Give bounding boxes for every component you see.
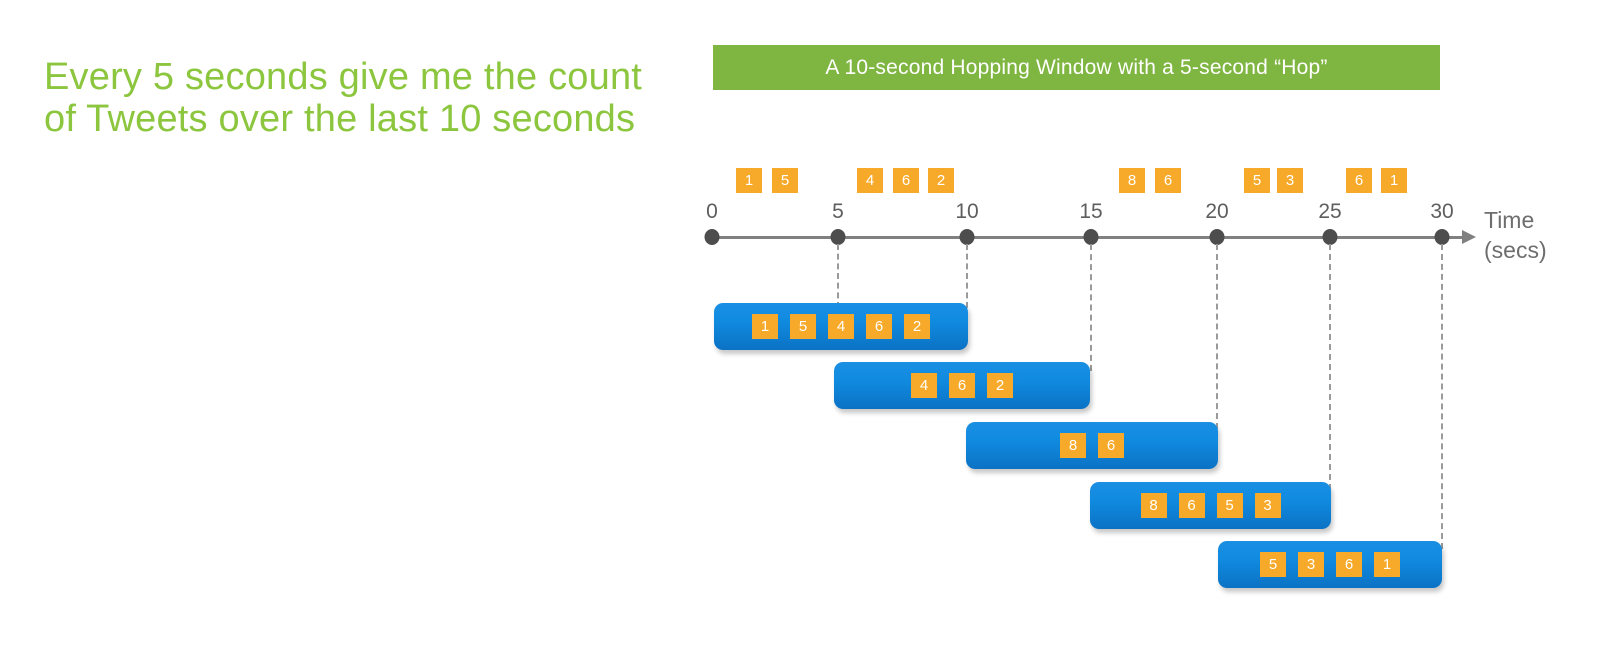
window-event-tile: 2 (987, 373, 1013, 398)
axis-tick-dot (704, 229, 720, 245)
axis-tick-label: 15 (1079, 200, 1103, 223)
window-event-tile: 6 (1098, 433, 1124, 458)
time-axis-caption: Time (secs) (1484, 205, 1547, 265)
window-event-tile: 3 (1254, 493, 1281, 518)
timeline-event-tile: 8 (1119, 168, 1145, 193)
time-axis-caption-line1: Time (1484, 207, 1535, 233)
axis-tick-label: 30 (1430, 200, 1454, 223)
timeline-event-tile: 4 (857, 168, 883, 193)
tick-drop-line (1090, 244, 1092, 371)
timeline-event-tile: 6 (893, 168, 919, 193)
window-event-tile: 6 (866, 314, 892, 339)
axis-tick-label: 25 (1318, 200, 1342, 223)
window-event-tile: 6 (1178, 493, 1205, 518)
window-event-tile: 1 (752, 314, 778, 339)
time-axis-caption-line2: (secs) (1484, 237, 1547, 263)
window-event-tile: 2 (904, 314, 930, 339)
window-event-tile: 1 (1374, 552, 1400, 577)
tick-drop-line (1329, 244, 1331, 490)
axis-tick-dot (1434, 229, 1450, 245)
tick-drop-line (1216, 244, 1218, 429)
banner-title: A 10-second Hopping Window with a 5-seco… (825, 55, 1328, 79)
window-event-tile: 5 (1216, 493, 1243, 518)
timeline-event-tile: 5 (772, 168, 798, 193)
window-event-tile: 4 (911, 373, 937, 398)
timeline-event-tile: 6 (1346, 168, 1372, 193)
timeline-event-tile: 1 (736, 168, 762, 193)
tick-drop-line (1441, 244, 1443, 549)
time-axis-arrow-icon (1462, 230, 1476, 244)
timeline-event-tile: 3 (1277, 168, 1303, 193)
window-event-tile: 8 (1060, 433, 1086, 458)
window-event-tile: 6 (1336, 552, 1362, 577)
timeline-event-tile: 5 (1244, 168, 1270, 193)
axis-tick-dot (1209, 229, 1225, 245)
window-event-tile: 5 (790, 314, 816, 339)
timeline-event-tile: 6 (1155, 168, 1181, 193)
timeline-event-tile: 2 (928, 168, 954, 193)
banner: A 10-second Hopping Window with a 5-seco… (713, 45, 1440, 90)
tick-drop-line (966, 244, 968, 308)
window-event-tile: 6 (949, 373, 975, 398)
page-headline: Every 5 seconds give me the count of Twe… (44, 56, 643, 140)
tick-drop-line (837, 244, 839, 308)
window-event-tile: 3 (1298, 552, 1324, 577)
axis-tick-dot (830, 229, 846, 245)
axis-tick-label: 20 (1205, 200, 1229, 223)
window-event-tile: 4 (828, 314, 854, 339)
timeline-event-tile: 1 (1381, 168, 1407, 193)
axis-tick-dot (1322, 229, 1338, 245)
axis-tick-dot (1083, 229, 1099, 245)
window-event-tile: 8 (1140, 493, 1167, 518)
axis-tick-label: 0 (706, 200, 718, 223)
axis-tick-dot (959, 229, 975, 245)
window-event-tile: 5 (1260, 552, 1286, 577)
axis-tick-label: 10 (955, 200, 979, 223)
axis-tick-label: 5 (832, 200, 844, 223)
